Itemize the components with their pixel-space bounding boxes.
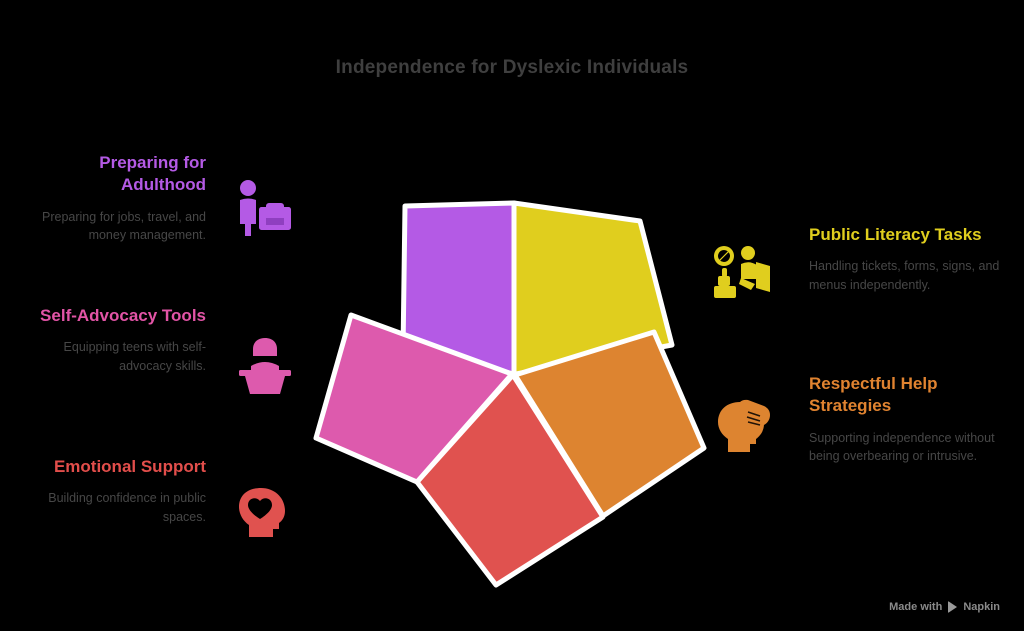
- person-with-briefcase-icon: [233, 176, 297, 240]
- section-description: Handling tickets, forms, signs, and menu…: [809, 259, 1000, 292]
- section-description: Preparing for jobs, travel, and money ma…: [42, 209, 206, 243]
- section-heading: Respectful Help Strategies: [809, 374, 938, 416]
- section-public-literacy-tasks: Public Literacy Tasks Handling tickets, …: [809, 224, 1005, 294]
- page-title: Independence for Dyslexic Individuals: [335, 57, 689, 78]
- section-description: Supporting independence without being ov…: [809, 430, 995, 464]
- person-at-podium-icon: [233, 330, 297, 394]
- section-respectful-help-strategies: Respectful Help Strategies Supporting in…: [809, 373, 1005, 466]
- section-description: Equipping teens with self-advocacy skill…: [63, 340, 206, 373]
- section-heading: Preparing for Adulthood: [99, 153, 206, 195]
- play-icon: [948, 601, 958, 613]
- section-description: Building confidence in public spaces.: [48, 491, 206, 524]
- section-preparing-for-adulthood: Preparing for Adulthood Preparing for jo…: [28, 152, 206, 245]
- watermark-brand-label: Napkin: [963, 601, 1000, 613]
- head-with-heart-icon: [231, 481, 295, 545]
- head-with-helping-hand-icon: [714, 394, 778, 458]
- section-heading: Emotional Support: [53, 457, 206, 476]
- watermark-made-with-label: Made with: [889, 601, 943, 613]
- section-emotional-support: Emotional Support Building confidence in…: [28, 456, 206, 526]
- section-heading: Public Literacy Tasks: [809, 225, 982, 244]
- section-self-advocacy-tools: Self-Advocacy Tools Equipping teens with…: [28, 305, 206, 375]
- pinwheel-segment-self-advocacy-tools: [313, 312, 515, 485]
- pinwheel-diagram: [300, 185, 720, 595]
- section-heading: Self-Advocacy Tools: [40, 306, 206, 325]
- person-reading-sign-icon: [710, 240, 774, 304]
- napkin-watermark: Made with Napkin: [889, 601, 1000, 613]
